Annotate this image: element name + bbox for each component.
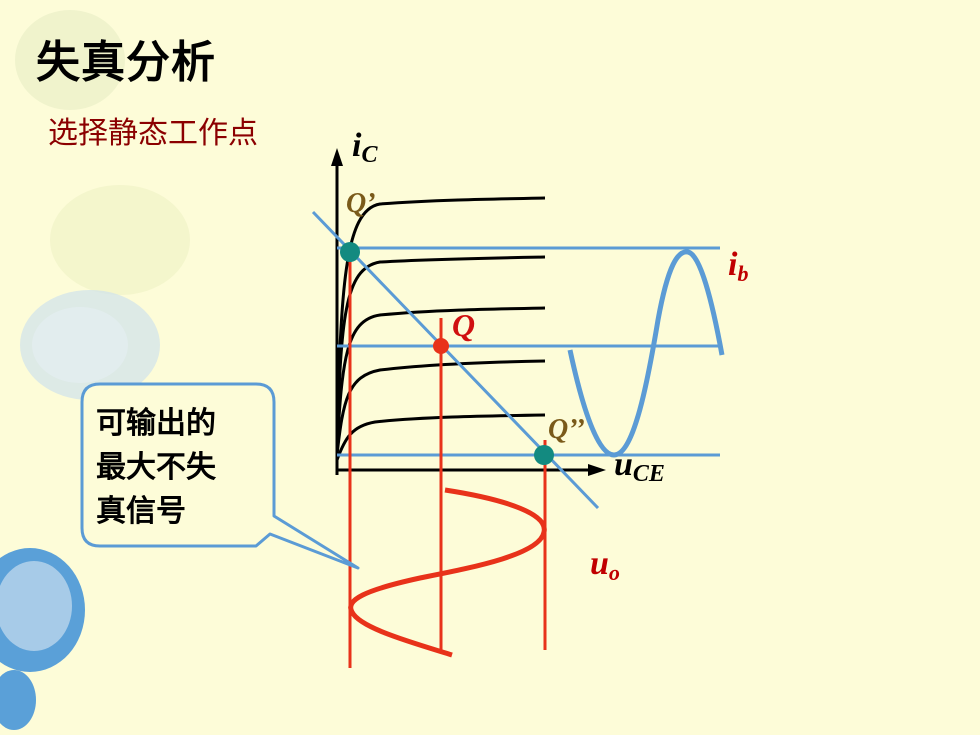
q-prime-label: Q’ (346, 188, 376, 219)
callout-text: 可输出的 最大不失 真信号 (96, 402, 276, 534)
operating-points (340, 242, 554, 465)
q-label: Q (452, 307, 475, 343)
curve-3 (335, 306, 546, 451)
curve-2 (335, 359, 546, 456)
blue-horizontal-lines (337, 246, 722, 457)
callout-bubble (80, 382, 360, 570)
uce-axis-arrow (588, 464, 606, 476)
ic-axis-label: iC (352, 127, 378, 168)
uo-sine-wave (348, 487, 547, 658)
characteristic-curves (335, 196, 546, 461)
ib-sine-wave (567, 249, 725, 458)
callout-line: 真信号 (96, 494, 186, 529)
decorative-bubbles (0, 10, 190, 730)
page-subtitle: 选择静态工作点 (48, 116, 258, 151)
q-point (433, 338, 449, 354)
uo-label: uo (590, 545, 620, 585)
q-prime-point (340, 242, 360, 262)
red-vertical-lines (348, 250, 547, 668)
curve-1 (335, 413, 546, 461)
curve-5 (335, 196, 546, 441)
q-double-prime-point (534, 445, 554, 465)
ic-axis-arrow (331, 148, 343, 166)
callout-line: 可输出的 (96, 406, 216, 441)
callout-line: 最大不失 (96, 450, 216, 485)
page-title: 失真分析 (36, 37, 216, 88)
q-double-prime-label: Q’’ (548, 414, 585, 445)
ib-label: ib (728, 246, 748, 286)
uce-axis-label: uCE (614, 446, 665, 487)
